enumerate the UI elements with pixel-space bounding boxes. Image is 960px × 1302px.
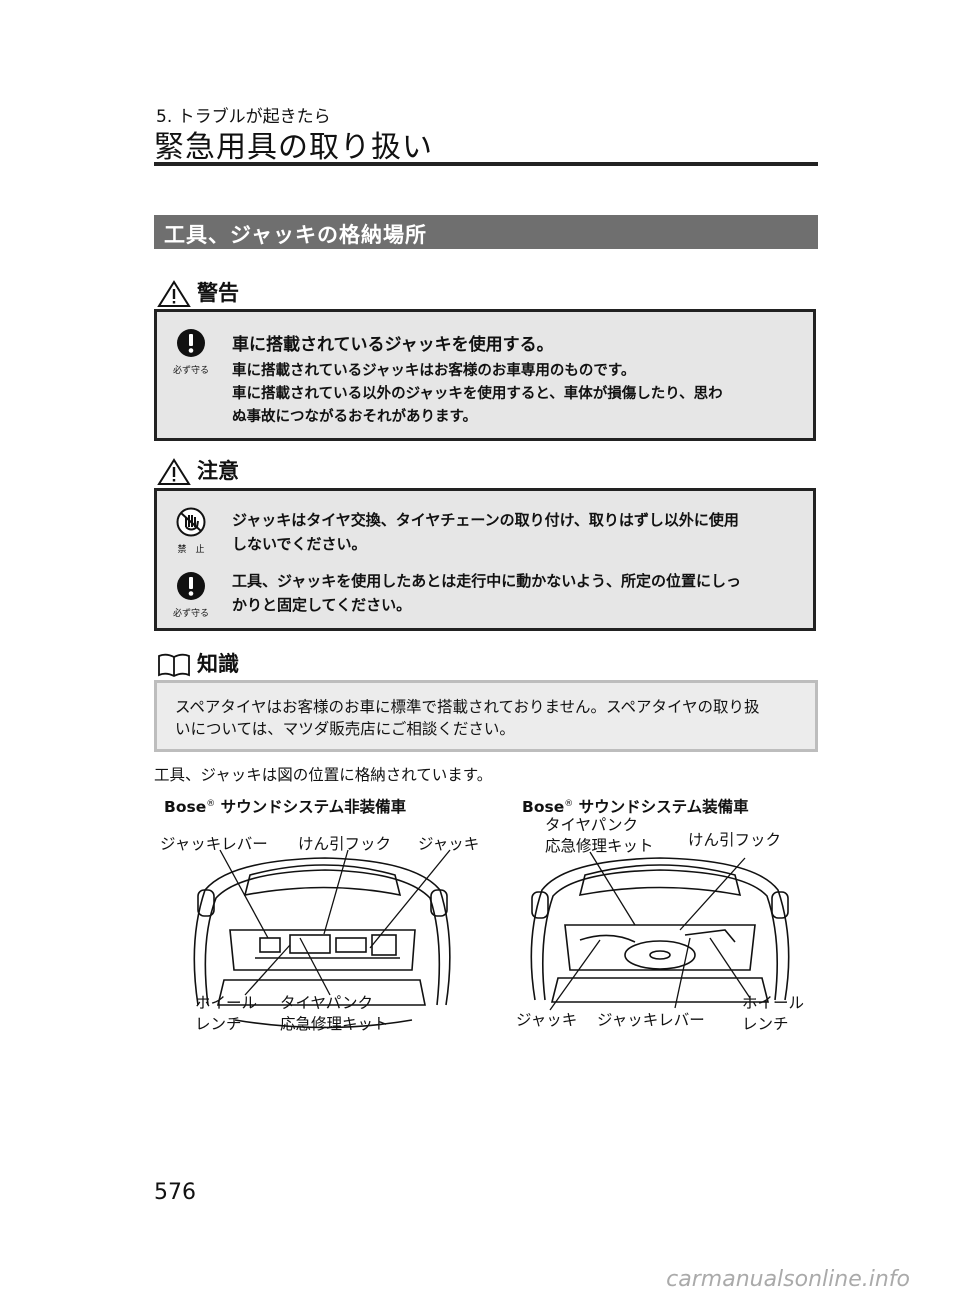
repair-kit-line: 応急修理キット xyxy=(280,1015,389,1033)
prohibited-hand-icon xyxy=(176,507,206,537)
left-figure-caption: サウンドシステム非装備車 xyxy=(220,798,407,816)
caution-heading-text: 注意 xyxy=(197,459,239,483)
warning-lead: 車に搭載されているジャッキを使用する。 xyxy=(232,335,554,355)
wheel-wrench-line: ホイール xyxy=(742,994,805,1012)
chapter-label: 5. トラブルが起きたら xyxy=(156,107,331,127)
prohibit-symbol: 禁 止 xyxy=(173,507,209,555)
knowledge-box: スペアタイヤはお客様のお車に標準で搭載されておりません。スペアタイヤの取り扱 い… xyxy=(154,680,818,752)
section-bar: 工具、ジャッキの格納場所 xyxy=(154,215,818,249)
section-title: 工具、ジャッキの格納場所 xyxy=(164,223,427,247)
page-title: 緊急用具の取り扱い xyxy=(154,130,433,165)
knowledge-line: スペアタイヤはお客様のお車に標準で搭載されておりません。スペアタイヤの取り扱 xyxy=(175,698,760,716)
left-label-tow-hook: けん引フック xyxy=(298,835,392,853)
caution-item-2: 工具、ジャッキを使用したあとは走行中に動かないよう、所定の位置にしっ かりと固定… xyxy=(232,569,812,617)
caution-line: 工具、ジャッキを使用したあとは走行中に動かないよう、所定の位置にしっ xyxy=(232,572,741,590)
left-label-repair-kit: タイヤパンク 応急修理キット xyxy=(280,993,389,1035)
left-label-jack: ジャッキ xyxy=(418,835,480,853)
warning-triangle-icon xyxy=(157,280,191,307)
registered-mark: ® xyxy=(206,798,216,809)
warning-heading: 警告 xyxy=(157,277,239,308)
warning-line: 車に搭載されている以外のジャッキを使用すると、車体が損傷したり、思わ xyxy=(232,386,723,402)
wheel-wrench-line: レンチ xyxy=(195,1015,242,1033)
knowledge-text: スペアタイヤはお客様のお車に標準で搭載されておりません。スペアタイヤの取り扱 い… xyxy=(175,696,815,740)
right-label-jack-lever: ジャッキレバー xyxy=(597,1011,705,1029)
mandatory-icon xyxy=(177,572,205,600)
left-label-wheel-wrench: ホイール レンチ xyxy=(195,993,257,1035)
repair-kit-line: 応急修理キット xyxy=(545,837,654,855)
intro-text: 工具、ジャッキは図の位置に格納されています。 xyxy=(154,766,493,784)
brand-name: Bose xyxy=(522,798,565,816)
registered-mark: ® xyxy=(564,798,574,809)
knowledge-line: いについては、マツダ販売店にご相談ください。 xyxy=(175,720,515,738)
left-trunk-illustration xyxy=(193,849,451,1029)
right-label-repair-kit: タイヤパンク 応急修理キット xyxy=(545,815,654,857)
mandatory-icon xyxy=(177,329,205,357)
must-caption: 必ず守る xyxy=(173,609,210,619)
caution-item-1: ジャッキはタイヤ交換、タイヤチェーンの取り付け、取りはずし以外に使用 しないでく… xyxy=(232,508,812,556)
left-figure-title: Bose® サウンドシステム非装備車 xyxy=(164,795,406,817)
right-trunk-illustration xyxy=(530,851,790,1011)
warning-heading-text: 警告 xyxy=(197,281,239,305)
warning-line: ぬ事故につながるおそれがあります。 xyxy=(232,409,478,425)
repair-kit-line: タイヤパンク xyxy=(280,994,374,1012)
caution-line: しないでください。 xyxy=(232,535,367,553)
must-caption: 必ず守る xyxy=(173,366,210,376)
watermark: carmanualsonline.info xyxy=(0,1267,960,1292)
caution-line: ジャッキはタイヤ交換、タイヤチェーンの取り付け、取りはずし以外に使用 xyxy=(232,511,739,529)
caution-triangle-icon xyxy=(157,458,191,485)
right-label-wheel-wrench: ホイール レンチ xyxy=(742,993,804,1035)
warning-box: 必ず守る 車に搭載されているジャッキを使用する。 車に搭載されているジャッキはお… xyxy=(154,309,816,441)
watermark-text: carmanualsonline.info xyxy=(666,1267,910,1292)
wheel-wrench-line: レンチ xyxy=(742,1015,789,1033)
page-number: 576 xyxy=(154,1180,196,1205)
right-figure-caption: サウンドシステム装備車 xyxy=(578,798,749,816)
right-figure-title: Bose® サウンドシステム装備車 xyxy=(522,795,749,817)
right-label-jack: ジャッキ xyxy=(516,1011,578,1029)
repair-kit-line: タイヤパンク xyxy=(545,816,639,834)
brand-name: Bose xyxy=(164,798,207,816)
title-rule xyxy=(154,162,818,166)
must-symbol-2: 必ず守る xyxy=(173,571,209,619)
must-symbol: 必ず守る xyxy=(173,328,209,376)
knowledge-heading: 知識 xyxy=(157,648,239,678)
caution-box: 禁 止 ジャッキはタイヤ交換、タイヤチェーンの取り付け、取りはずし以外に使用 し… xyxy=(154,488,816,631)
wheel-wrench-line: ホイール xyxy=(195,994,258,1012)
knowledge-heading-text: 知識 xyxy=(197,652,239,676)
warning-text: 車に搭載されているジャッキはお客様のお車専用のものです。 車に搭載されている以外… xyxy=(232,360,812,429)
book-icon xyxy=(158,653,190,678)
prohibit-caption: 禁 止 xyxy=(177,545,205,555)
right-label-tow-hook: けん引フック xyxy=(688,831,782,849)
left-label-jack-lever: ジャッキレバー xyxy=(160,835,268,853)
caution-heading: 注意 xyxy=(157,455,239,486)
caution-line: かりと固定してください。 xyxy=(232,596,412,614)
warning-line: 車に搭載されているジャッキはお客様のお車専用のものです。 xyxy=(232,363,636,379)
